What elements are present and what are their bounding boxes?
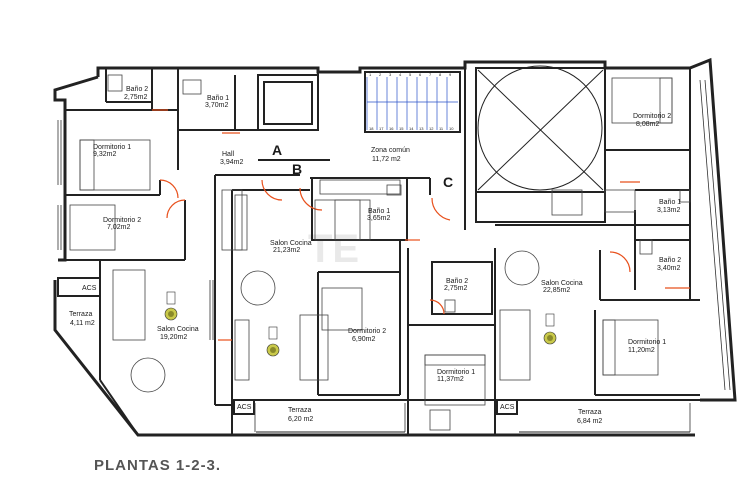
room-name: Baño 2 xyxy=(659,257,681,264)
room-name: Terraza xyxy=(288,407,311,414)
room-name: Salon Cocina xyxy=(541,280,583,287)
room-area: 6,90m2 xyxy=(352,336,375,343)
room-area: 3,65m2 xyxy=(367,215,390,222)
room-name: Baño 2 xyxy=(446,278,468,285)
door-swings xyxy=(152,109,690,341)
stair-number: 18 xyxy=(369,126,374,131)
room-name: Terraza xyxy=(69,311,92,318)
room-name: Dormitorio 1 xyxy=(628,339,666,346)
stair-number: 6 xyxy=(419,72,422,77)
room-area: 9,32m2 xyxy=(93,151,116,158)
room-area: 11,37m2 xyxy=(437,376,464,383)
room-name: Baño 1 xyxy=(659,199,681,206)
room-area: 6,20 m2 xyxy=(288,416,313,423)
room-name: Dormitorio 1 xyxy=(437,369,475,376)
room-area: 4,11 m2 xyxy=(70,320,95,327)
room-name: Zona común xyxy=(371,147,410,154)
skylight xyxy=(477,65,604,191)
room-area: 6,84 m2 xyxy=(577,418,602,425)
plant-icon xyxy=(545,313,555,327)
stair-number: 17 xyxy=(379,126,384,131)
plant-icon xyxy=(164,307,178,321)
room-area: 2,75m2 xyxy=(124,94,147,101)
room-area: 3,70m2 xyxy=(205,102,228,109)
room-name: Dormitorio 1 xyxy=(93,144,131,151)
section-marker-a: A xyxy=(272,142,282,158)
stair-number: 14 xyxy=(409,126,414,131)
room-area: 3,13m2 xyxy=(657,207,680,214)
acs-label-right: ACS xyxy=(500,404,515,411)
watermark: TE xyxy=(308,227,359,271)
stair-number: 15 xyxy=(399,126,404,131)
stairs xyxy=(366,77,458,130)
room-name: Salon Cocina xyxy=(270,240,312,247)
plant-icon xyxy=(266,343,280,357)
room-name: Salon Cocina xyxy=(157,326,199,333)
room-name: Dormitorio 2 xyxy=(348,328,386,335)
room-name: Terraza xyxy=(578,409,601,416)
furniture xyxy=(69,74,691,431)
stair-number: 12 xyxy=(429,126,434,131)
room-area: 7,02m2 xyxy=(107,224,130,231)
room-name: Dormitorio 2 xyxy=(633,113,671,120)
room-name: Baño 2 xyxy=(126,86,148,93)
plan-title: PLANTAS 1-2-3. xyxy=(94,457,221,474)
room-area: 19,20m2 xyxy=(160,334,187,341)
stair-number: 10 xyxy=(449,126,454,131)
stair-number: 1 xyxy=(369,72,372,77)
room-name: Hall xyxy=(222,151,235,158)
room-area: 8,08m2 xyxy=(636,121,659,128)
stair-number: 4 xyxy=(399,72,402,77)
room-area: 22,85m2 xyxy=(543,287,570,294)
room-area: 11,20m2 xyxy=(628,347,655,354)
windows xyxy=(57,79,731,432)
stair-number: 3 xyxy=(389,72,392,77)
room-area: 2,75m2 xyxy=(444,285,467,292)
section-marker-c: C xyxy=(443,174,453,190)
plant-icon xyxy=(268,326,278,340)
room-area: 21,23m2 xyxy=(273,247,300,254)
room-area: 3,40m2 xyxy=(657,265,680,272)
section-marker-b: B xyxy=(292,161,302,177)
plant-icon xyxy=(166,291,176,305)
outer-walls xyxy=(53,57,737,437)
room-area: 11,72 m2 xyxy=(372,156,401,163)
stair-number: 2 xyxy=(379,72,382,77)
stair-number: 8 xyxy=(439,72,442,77)
stair-number: 7 xyxy=(429,72,432,77)
plant-icon xyxy=(543,331,557,345)
stair-number: 5 xyxy=(409,72,412,77)
stair-number: 9 xyxy=(449,72,452,77)
acs-label-mid: ACS xyxy=(237,404,252,411)
room-labels: Baño 2 2,75m2 Baño 1 3,70m2 Dormitorio 1… xyxy=(69,86,681,425)
stair-number: 11 xyxy=(439,126,444,131)
room-name: Dormitorio 2 xyxy=(103,217,141,224)
room-name: Baño 1 xyxy=(368,208,390,215)
stair-number: 16 xyxy=(389,126,394,131)
room-name: Baño 1 xyxy=(207,95,229,102)
room-area: 3,94m2 xyxy=(220,159,243,166)
stair-number: 13 xyxy=(419,126,424,131)
plant-icons xyxy=(164,291,557,357)
acs-label-left: ACS xyxy=(82,285,97,292)
interior-walls xyxy=(57,62,700,436)
